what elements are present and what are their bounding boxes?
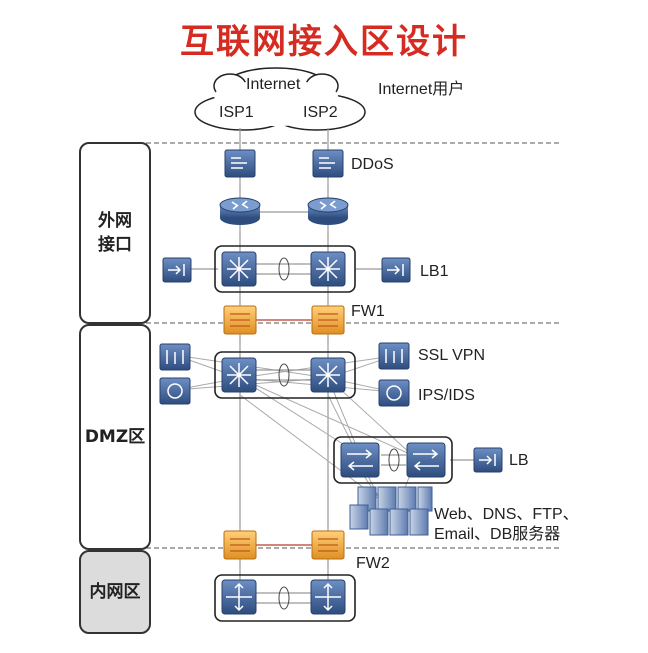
layer3-switch-icon — [406, 442, 446, 478]
lag-icon — [278, 257, 290, 281]
zone-internal: 内网区 — [79, 550, 151, 634]
core-switch-icon — [310, 579, 346, 615]
core-switch-icon — [310, 251, 346, 287]
ddos-device-left — [224, 149, 256, 178]
internet-user-label: Internet用户 — [378, 81, 465, 98]
server-farm-icon — [349, 486, 433, 536]
firewall-icon — [223, 305, 257, 335]
cloud-label-internet: Internet — [246, 76, 301, 93]
label-fw1: FW1 — [351, 303, 385, 320]
zone-dmz: DMZ区 — [79, 324, 151, 550]
ips-sensor-icon — [159, 377, 191, 405]
firewall-icon — [311, 530, 345, 560]
router-icon — [219, 197, 261, 225]
label-servers-line2: Email、DB服务器 — [434, 526, 561, 543]
internal-switch-cluster — [214, 574, 356, 622]
dmz-mesh-links — [174, 354, 413, 501]
ssl-vpn-device — [378, 342, 410, 370]
core-switch-icon — [221, 357, 257, 393]
label-ips-ids: IPS/IDS — [418, 387, 475, 404]
core-switch-icon — [310, 357, 346, 393]
lb1-device-left — [162, 257, 192, 283]
zone-separators — [146, 142, 560, 549]
label-lb: LB — [509, 452, 529, 469]
vpn-gateway-icon — [159, 343, 191, 371]
cloud-label-isp1: ISP1 — [219, 104, 254, 121]
lag-icon — [388, 448, 400, 472]
zone-external-interface: 外网 接口 — [79, 142, 151, 324]
core-switch-icon — [221, 251, 257, 287]
label-ddos: DDoS — [351, 156, 394, 173]
firewall-icon — [311, 305, 345, 335]
ddos-device-right — [312, 149, 344, 178]
lb-device — [473, 447, 503, 473]
cloud-label-isp2: ISP2 — [303, 104, 338, 121]
firewall-icon — [223, 530, 257, 560]
label-fw2: FW2 — [356, 555, 390, 572]
diagram-title: 互联网接入区设计 — [180, 22, 468, 62]
label-lb1: LB1 — [420, 263, 449, 280]
label-ssl-vpn: SSL VPN — [418, 347, 485, 364]
lb1-device-right — [381, 257, 411, 283]
router-icon — [307, 197, 349, 225]
layer3-switch-icon — [340, 442, 380, 478]
lb-switch-cluster — [333, 436, 453, 484]
ips-ids-device — [378, 379, 410, 407]
lag-icon — [278, 586, 290, 610]
label-servers-line1: Web、DNS、FTP、 — [434, 506, 579, 523]
lag-icon — [278, 363, 290, 387]
dmz-switch-cluster — [214, 351, 356, 399]
lb1-switch-cluster — [214, 245, 356, 293]
core-switch-icon — [221, 579, 257, 615]
horizontal-links — [190, 211, 478, 604]
